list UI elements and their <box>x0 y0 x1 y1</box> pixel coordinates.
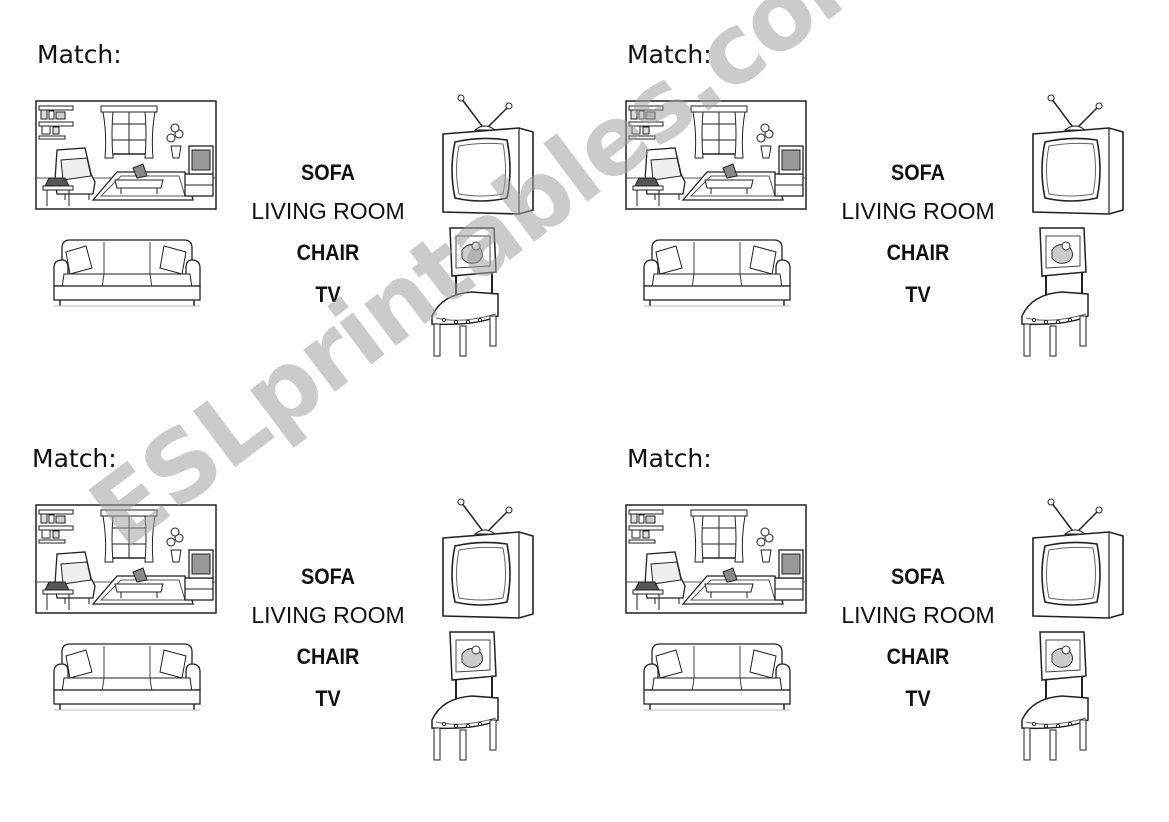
match-exercise-1: Match: SOFA LIVING ROOM CHAIR TV <box>30 38 590 418</box>
word-living-room: LIVING ROOM <box>841 602 995 628</box>
tv-picture <box>1025 94 1125 216</box>
tv-picture <box>435 94 535 216</box>
match-heading: Match: <box>37 40 122 69</box>
word-sofa: SOFA <box>891 564 945 589</box>
sofa-picture <box>642 638 792 718</box>
word-sofa: SOFA <box>301 564 355 589</box>
living-room-picture <box>35 100 217 210</box>
word-tv: TV <box>315 282 341 307</box>
word-sofa: SOFA <box>301 160 355 185</box>
word-tv: TV <box>315 686 341 711</box>
chair-picture <box>1012 628 1098 764</box>
match-exercise-2: Match: SOFA LIVING ROOM CHAIR TV <box>620 38 1169 418</box>
living-room-picture <box>625 100 807 210</box>
tv-picture <box>1025 498 1125 620</box>
word-living-room: LIVING ROOM <box>251 602 405 628</box>
living-room-picture <box>625 504 807 614</box>
word-chair: CHAIR <box>296 644 360 669</box>
word-sofa: SOFA <box>891 160 945 185</box>
tv-picture <box>435 498 535 620</box>
word-tv: TV <box>905 282 931 307</box>
word-tv: TV <box>905 686 931 711</box>
chair-picture <box>422 224 508 360</box>
match-exercise-3: Match: SOFA LIVING ROOM CHAIR TV <box>30 442 590 822</box>
match-heading: Match: <box>32 444 117 473</box>
chair-picture <box>1012 224 1098 360</box>
word-chair: CHAIR <box>886 644 950 669</box>
word-chair: CHAIR <box>886 240 950 265</box>
word-living-room: LIVING ROOM <box>841 198 995 224</box>
match-exercise-4: Match: SOFA LIVING ROOM CHAIR TV <box>620 442 1169 822</box>
living-room-picture <box>35 504 217 614</box>
word-living-room: LIVING ROOM <box>251 198 405 224</box>
sofa-picture <box>642 234 792 314</box>
sofa-picture <box>52 638 202 718</box>
match-heading: Match: <box>627 444 712 473</box>
sofa-picture <box>52 234 202 314</box>
word-chair: CHAIR <box>296 240 360 265</box>
match-heading: Match: <box>627 40 712 69</box>
chair-picture <box>422 628 508 764</box>
